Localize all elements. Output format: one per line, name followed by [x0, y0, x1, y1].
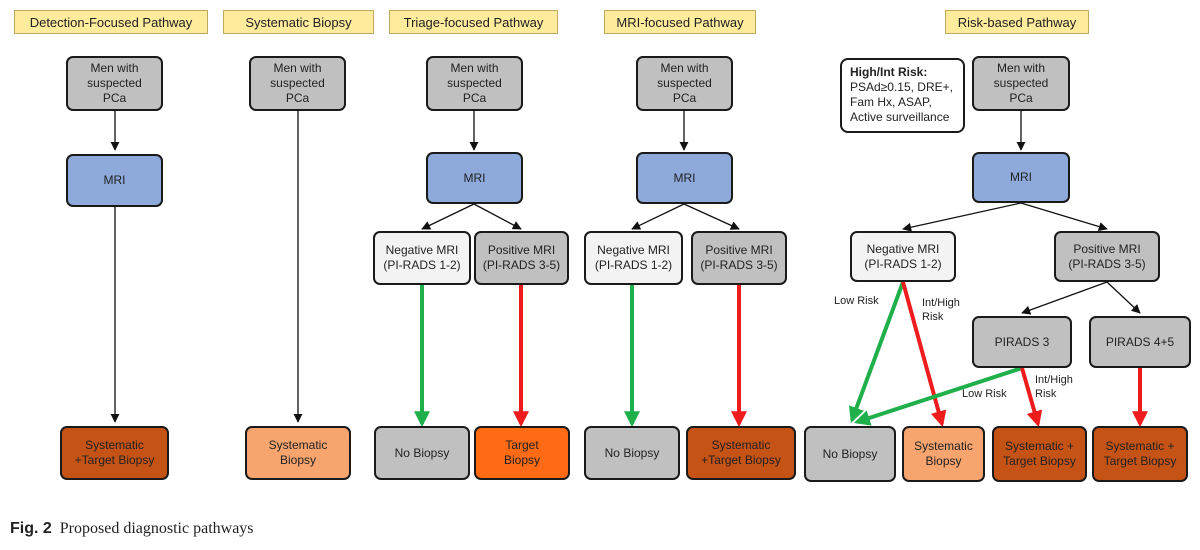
negative-mri-node: Negative MRI (PI-RADS 1-2) — [373, 231, 471, 285]
negative-mri-node: Negative MRI (PI-RADS 1-2) — [584, 231, 683, 285]
node-text: No Biopsy — [604, 445, 660, 460]
node-text: Men with suspected PCa — [657, 61, 712, 105]
node-text: Systematic + Target Biopsy — [1103, 439, 1177, 468]
node-text: MRI — [463, 170, 486, 185]
men-suspected-pca-node: Men with suspected PCa — [972, 56, 1070, 111]
men-suspected-pca-node: Men with suspected PCa — [426, 56, 523, 111]
node-text: Men with suspected PCa — [270, 61, 325, 105]
arrow-mri-to-neg-5 — [902, 202, 1022, 232]
node-text: Negative MRI (PI-RADS 1-2) — [864, 241, 942, 271]
int-high-risk-label: Int/High Risk — [1035, 374, 1073, 400]
systematic-target-biopsy-node: Systematic + Target Biopsy — [1092, 426, 1188, 482]
node-text: PIRADS 3 — [994, 334, 1050, 349]
men-suspected-pca-node: Men with suspected PCa — [249, 56, 346, 111]
node-text: No Biopsy — [394, 445, 450, 460]
mri-node: MRI — [426, 152, 523, 204]
arrow-pos-to-pirads45 — [1106, 281, 1141, 314]
arrow-mri-to-neg-3 — [421, 203, 475, 230]
header-systematic-biopsy: Systematic Biopsy — [223, 10, 374, 34]
mri-node: MRI — [66, 154, 163, 207]
node-text: Systematic Biopsy — [268, 438, 328, 467]
high-int-risk-box: High/Int Risk: PSAd≥0.15, DRE+, Fam Hx, … — [840, 58, 965, 133]
node-text: Negative MRI (PI-RADS 1-2) — [383, 243, 461, 272]
arrow-mri-to-pos-3 — [473, 203, 522, 230]
arrow-neg-to-nobiopsy-5 — [848, 281, 905, 424]
men-suspected-pca-node: Men with suspected PCa — [636, 56, 733, 111]
systematic-target-biopsy-node: Systematic + Target Biopsy — [992, 426, 1087, 482]
men-suspected-pca-node: Men with suspected PCa — [66, 56, 163, 111]
node-text: Positive MRI (PI-RADS 3-5) — [1068, 241, 1146, 271]
node-text: Systematic Biopsy — [914, 439, 973, 468]
arrow-mri-to-neg-4 — [631, 203, 685, 230]
node-text: No Biopsy — [822, 446, 878, 461]
node-text: MRI — [673, 170, 696, 185]
node-text: Systematic +Target Biopsy — [74, 438, 155, 467]
mri-node: MRI — [972, 152, 1070, 203]
header-mri-pathway: MRI-focused Pathway — [604, 10, 756, 34]
int-high-risk-label: Int/High Risk — [922, 297, 960, 323]
systematic-biopsy-node: Systematic Biopsy — [245, 426, 351, 480]
no-biopsy-node: No Biopsy — [804, 426, 896, 482]
positive-mri-node: Positive MRI (PI-RADS 3-5) — [1054, 231, 1160, 282]
arrow-pirads3-to-nobiopsy-5 — [853, 366, 1023, 426]
negative-mri-node: Negative MRI (PI-RADS 1-2) — [850, 231, 956, 282]
node-text: MRI — [103, 173, 126, 187]
node-text: Positive MRI (PI-RADS 3-5) — [700, 243, 778, 272]
node-text: Men with suspected PCa — [87, 61, 142, 105]
pirads-4-5-node: PIRADS 4+5 — [1089, 316, 1191, 368]
node-text: Positive MRI (PI-RADS 3-5) — [482, 243, 561, 272]
node-text: Men with suspected PCa — [993, 61, 1049, 105]
systematic-biopsy-node: Systematic Biopsy — [902, 426, 985, 482]
low-risk-label: Low Risk — [834, 295, 879, 307]
risk-box-body: PSAd≥0.15, DRE+, Fam Hx, ASAP, Active su… — [850, 80, 953, 124]
mri-node: MRI — [636, 152, 733, 204]
node-text: Systematic + Target Biopsy — [1003, 439, 1076, 468]
low-risk-label: Low Risk — [962, 388, 1007, 400]
node-text: Target Biopsy — [503, 438, 541, 467]
arrow-pos-to-pirads3 — [1021, 281, 1108, 315]
node-text: PIRADS 4+5 — [1105, 334, 1175, 349]
arrow-mri-to-pos-4 — [683, 203, 740, 230]
positive-mri-node: Positive MRI (PI-RADS 3-5) — [474, 231, 569, 285]
figure-caption-text: Proposed diagnostic pathways — [59, 520, 254, 537]
node-text: Negative MRI (PI-RADS 1-2) — [594, 243, 673, 272]
figure-caption: Fig. 2 Proposed diagnostic pathways — [10, 520, 254, 538]
positive-mri-node: Positive MRI (PI-RADS 3-5) — [691, 231, 787, 285]
arrow-mri-to-pos-5 — [1020, 202, 1108, 231]
node-text: Systematic +Target Biopsy — [701, 438, 781, 467]
pirads-3-node: PIRADS 3 — [972, 316, 1072, 368]
node-text: Men with suspected PCa — [447, 61, 502, 105]
node-text: MRI — [1010, 170, 1032, 184]
header-detection-pathway: Detection-Focused Pathway — [14, 10, 208, 34]
risk-box-title: High/Int Risk: — [850, 65, 928, 79]
figure-number: Fig. 2 — [10, 520, 52, 537]
no-biopsy-node: No Biopsy — [374, 426, 470, 480]
arrow-pirads3-to-biopsy-5 — [1020, 367, 1043, 428]
header-triage-pathway: Triage-focused Pathway — [389, 10, 558, 34]
arrow-neg-to-sysbiopsy-5 — [901, 281, 947, 428]
no-biopsy-node: No Biopsy — [584, 426, 680, 480]
header-risk-pathway: Risk-based Pathway — [945, 10, 1089, 34]
systematic-target-biopsy-node: Systematic +Target Biopsy — [60, 426, 169, 480]
systematic-target-biopsy-node: Systematic +Target Biopsy — [686, 426, 796, 480]
target-biopsy-node: Target Biopsy — [474, 426, 570, 480]
